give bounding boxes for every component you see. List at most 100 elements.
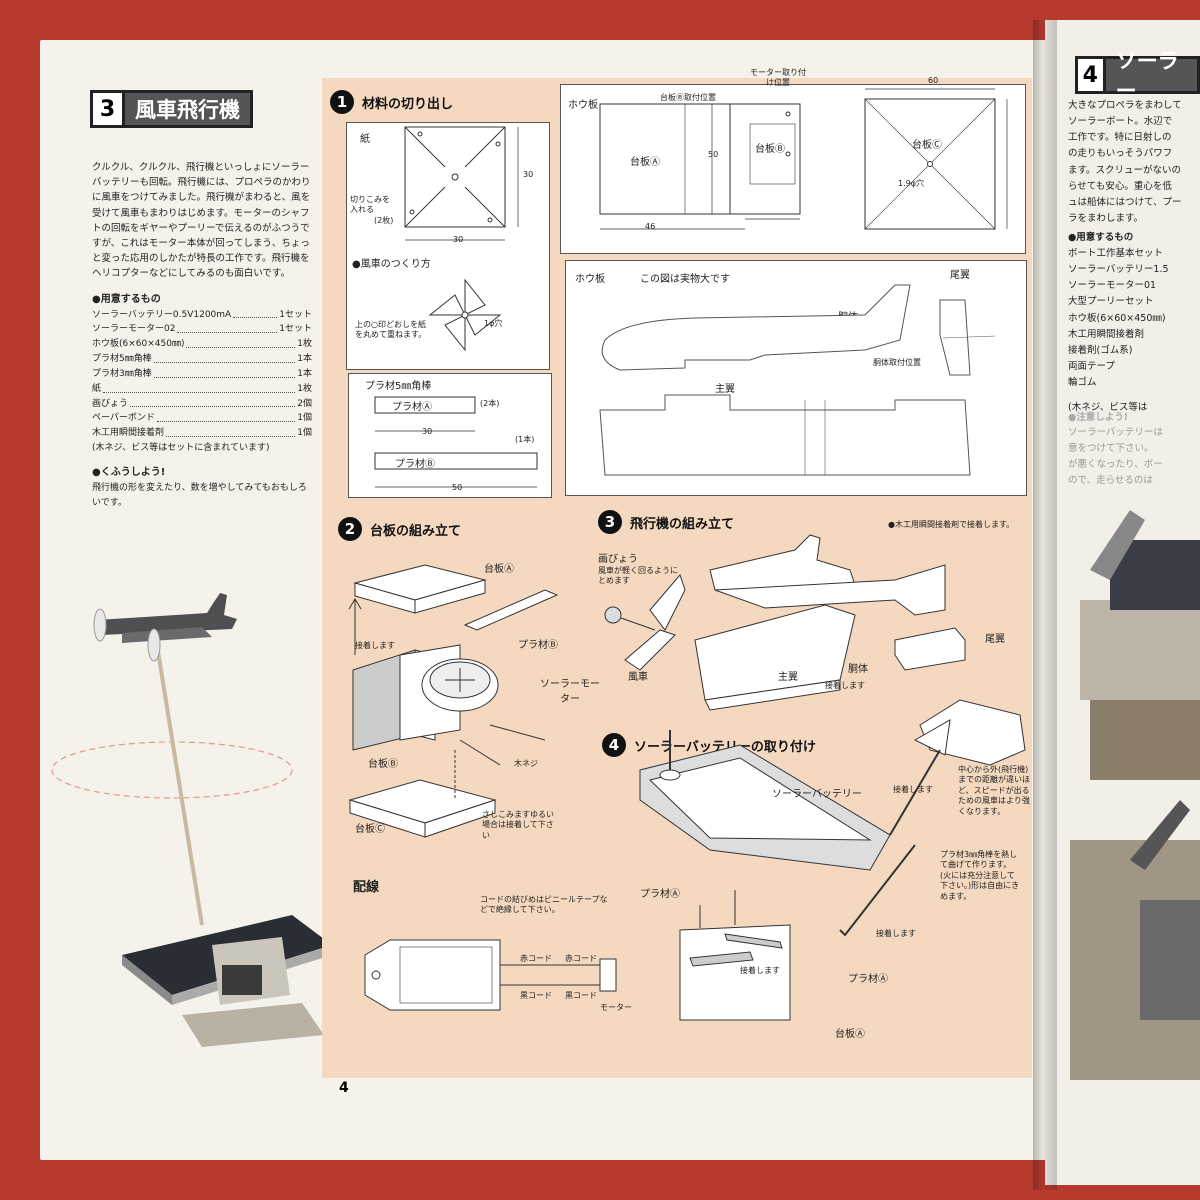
one-pc-label: (1本): [515, 435, 535, 444]
step-2-number: 2: [338, 517, 362, 541]
section-4-caution: ソーラーバッテリーは意をつけて下さい。が悪くなったり、ボーので、走らせるのは: [1068, 425, 1163, 490]
leader-dots: [153, 367, 296, 378]
red-cord-label-1: 赤コード: [520, 954, 552, 963]
step-3-number: 3: [598, 510, 622, 534]
two-pcs-label: (2本): [480, 399, 500, 408]
tail-label: 尾翼: [950, 270, 970, 281]
balsa-label-2: ホウ板: [575, 274, 605, 285]
step2-glue-label: 接着します: [355, 641, 395, 650]
airplane-assembly-diagram: [604, 534, 966, 711]
pla-title: プラ材5㎜角棒: [365, 381, 432, 392]
step-2-title: 台板の組み立て: [370, 523, 462, 539]
airplane-template-diagram: [599, 284, 996, 476]
dim-50-label: 50: [708, 150, 719, 159]
intro-line: 大きなプロペラをまわして: [1068, 100, 1182, 111]
leader-dots: [186, 337, 296, 349]
tip-title: ●くふうしよう!: [92, 467, 166, 479]
material-name: 木工用瞬間接着剤: [92, 428, 165, 439]
section-4-header: 4 ソーラー: [1075, 49, 1200, 103]
materials-note: (木ネジ、ビス等はセットに含まれています): [92, 443, 270, 454]
hole-19-label: 1.9φ穴: [898, 179, 924, 188]
material-qty: 1本: [297, 368, 312, 379]
pla-bars-diagram: [374, 396, 538, 488]
intro-text: クルクル、クルクル、飛行機といっしょにソーラーバッテリーも回転。飛行機には、プロ…: [92, 162, 311, 280]
material-qty: 1セット: [279, 309, 312, 320]
material-item: ソーラーモーター01: [1068, 280, 1157, 292]
leader-dots: [103, 382, 296, 393]
material-name: プラ材5㎜角棒: [92, 354, 152, 365]
book-gutter: [1033, 20, 1057, 1190]
section-4-intro: 大きなプロペラをまわしてソーラーボート。水辺で工作です。特に日射しのの走りもいっ…: [1068, 98, 1182, 227]
step3-wing-label: 主翼: [778, 672, 798, 683]
material-item: プラ材3㎜角棒 1本: [92, 367, 312, 382]
leader-dots: [130, 397, 296, 408]
material-item: ソーラーバッテリー0.5V1200mA 1セット: [92, 308, 312, 323]
material-name: 画びょう: [92, 398, 129, 409]
intro-line: 工作です。特に日射しの: [1068, 132, 1172, 144]
black-cord-label-2: 黒コード: [565, 991, 597, 1000]
tip-text: 飛行機の形を変えたり、数を増やしてみてもおもしろいです。: [92, 483, 307, 508]
wing-label: 主翼: [715, 384, 735, 395]
step3-tail-label: 尾翼: [985, 634, 1005, 645]
step2-solar-motor-label: ソーラーモーター: [540, 679, 600, 705]
material-name: ソーラーバッテリー0.5V1200mA: [92, 309, 232, 320]
caution-line: 意をつけて下さい。: [1068, 443, 1154, 455]
material-item: 両面テープ: [1068, 360, 1115, 372]
windmill-note: 上の○印どおしを紙を丸めて重ねます。: [355, 320, 427, 340]
materials-list: ソーラーバッテリー0.5V1200mA 1セットソーラーモーター02 1セットホウ板…: [92, 308, 312, 442]
section-4-title: ソーラー: [1105, 49, 1197, 103]
step4-base-a-label: 台板Ⓐ: [835, 1029, 865, 1040]
pinwheel-hole-label: 1φ穴: [484, 319, 503, 328]
leader-dots: [166, 426, 296, 438]
material-item: 木工用瞬間接着剤: [1068, 328, 1145, 340]
page-number: 4: [339, 1080, 349, 1096]
dim-60-label: 60: [928, 76, 939, 85]
intro-line: ソーラーボート。水辺で: [1068, 116, 1173, 128]
section-header: 3 風車飛行機: [90, 90, 253, 128]
body-pos-label: 胴体取付位置: [873, 358, 921, 367]
material-name: ペーパーボンド: [92, 413, 155, 424]
base-a-label: 台板Ⓐ: [630, 157, 660, 168]
step-1-title: 材料の切り出し: [362, 96, 454, 112]
pushpin-label: 画びょう: [598, 554, 638, 565]
step-4-title: ソーラーバッテリーの取り付け: [634, 739, 816, 755]
wiring-title: 配線: [353, 880, 380, 895]
leader-dots: [156, 411, 296, 423]
pushpin-note: 風車が軽く回るようにとめます: [598, 566, 678, 586]
step4-glue-label-1: 接着します: [893, 785, 933, 794]
black-cord-label-1: 黒コード: [520, 991, 552, 1000]
step4-pla-a-label-2: プラ材Ⓐ: [848, 974, 888, 985]
step-2-heading: 2 台板の組み立て: [338, 517, 461, 541]
pinwheel-diagram: [428, 278, 502, 352]
materials-title: ●用意するもの: [92, 293, 161, 305]
leader-dots: [233, 308, 278, 319]
step-4-heading: 4 ソーラーバッテリーの取り付け: [602, 733, 816, 757]
step2-pla-b-label: プラ材Ⓑ: [518, 640, 558, 651]
material-name: ホウ板(6×60×450㎜): [92, 339, 185, 350]
paper-dim-height: 30: [523, 170, 534, 179]
intro-line: の走りもいっそうパワフ: [1068, 148, 1173, 160]
pla-b-dim: 50: [452, 483, 463, 492]
section-number: 3: [93, 93, 125, 125]
base-b-pos-label: 台板Ⓑ取付位置: [660, 93, 716, 102]
wood-screw-label: 木ネジ: [514, 759, 538, 768]
section-4-number: 4: [1078, 59, 1106, 91]
intro-line: ュは船体にはつけて、プー: [1068, 196, 1182, 208]
material-item: ソーラーバッテリー1.5: [1068, 264, 1169, 276]
base-c-label: 台板Ⓒ: [912, 140, 942, 151]
material-name: ソーラーモーター02: [92, 324, 176, 335]
step-3-title: 飛行機の組み立て: [630, 516, 735, 532]
insert-note: さしこみますゆるい場合は接着して下さい: [482, 810, 554, 840]
windmill-howto-title: ●風車のつくり方: [352, 259, 431, 270]
battery-mount-diagram: [639, 699, 1026, 1021]
material-qty: 1枚: [297, 383, 312, 394]
step4-glue-label-3: 接着します: [740, 966, 780, 975]
material-name: プラ材3㎜角棒: [92, 368, 152, 379]
step3-body-label: 胴体: [848, 664, 868, 675]
